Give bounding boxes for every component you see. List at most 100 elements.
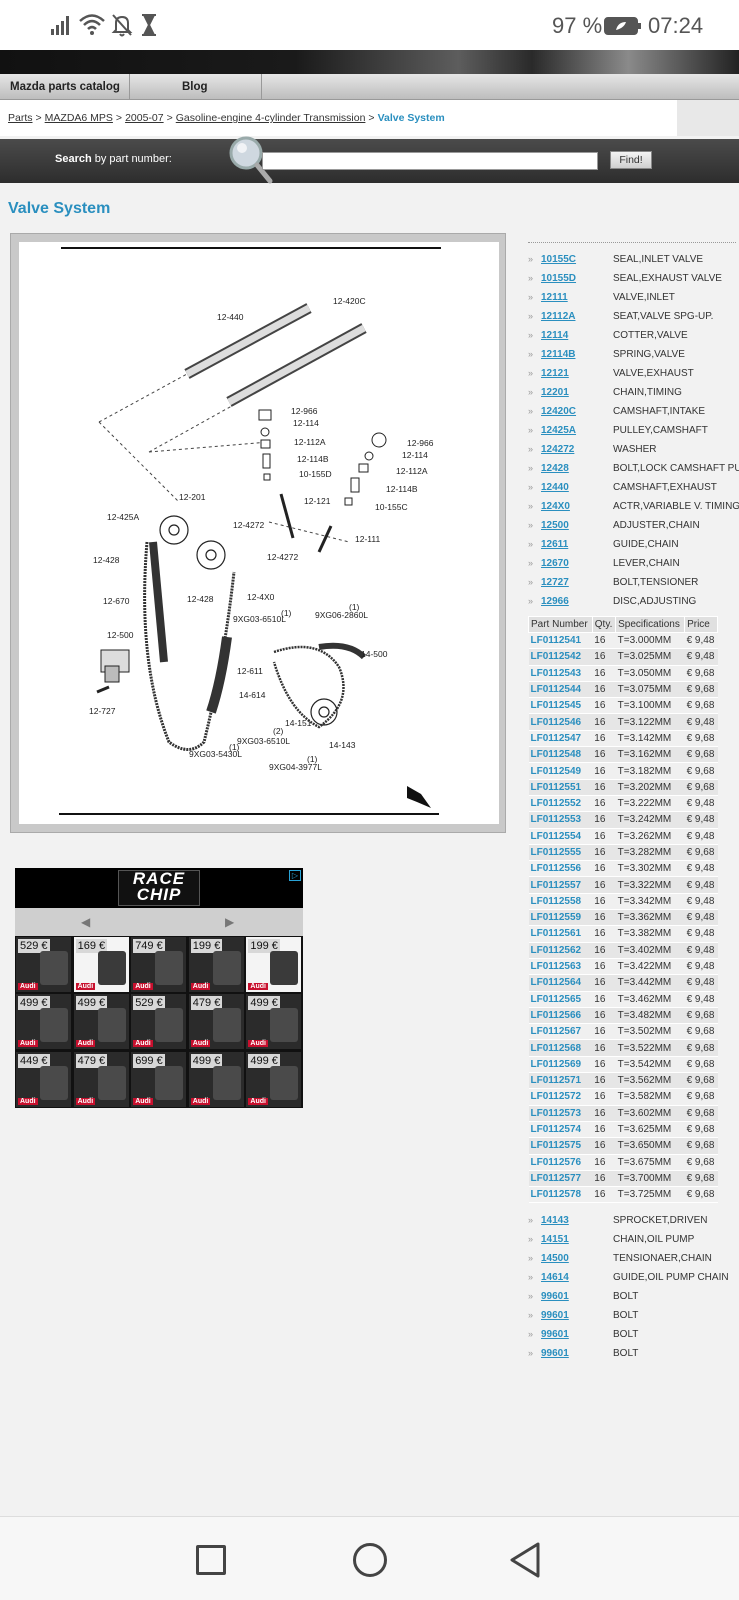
ad-product-tile[interactable]: 529 €Audi <box>15 936 72 993</box>
back-icon[interactable] <box>508 1541 542 1579</box>
ad-product-tile[interactable]: 479 €Audi <box>72 1050 130 1108</box>
part-number-link[interactable]: 14143 <box>541 1215 569 1226</box>
part-number-link[interactable]: 14500 <box>541 1253 569 1264</box>
part-number-cell[interactable]: LF0112567 <box>528 1023 593 1041</box>
part-number-link[interactable]: 99601 <box>541 1348 569 1359</box>
part-number-link[interactable]: 14151 <box>541 1234 569 1245</box>
part-number-link[interactable]: 12201 <box>541 387 569 398</box>
ad-product-tile[interactable]: 529 €Audi <box>130 993 188 1051</box>
part-number-cell[interactable]: LF0112563 <box>528 958 593 976</box>
ad-product-tile[interactable]: 199 €Audi <box>245 936 303 993</box>
part-number-link[interactable]: 124X0 <box>541 501 570 512</box>
part-number-cell[interactable]: LF0112542 <box>528 648 593 666</box>
part-number-link[interactable]: 12428 <box>541 463 569 474</box>
part-number-cell[interactable]: LF0112562 <box>528 942 593 959</box>
part-number-cell[interactable]: LF0112546 <box>528 713 593 731</box>
ad-product-tile[interactable]: 499 €Audi <box>245 993 303 1051</box>
part-number-cell[interactable]: LF0112576 <box>528 1154 593 1171</box>
part-number-cell[interactable]: LF0112551 <box>528 779 593 796</box>
ad-product-tile[interactable]: 199 €Audi <box>187 936 245 993</box>
part-number-cell[interactable]: LF0112545 <box>528 697 593 715</box>
part-number-link[interactable]: 12111 <box>541 292 568 303</box>
part-number-cell[interactable]: LF0112574 <box>528 1121 593 1139</box>
part-number-cell[interactable]: LF0112549 <box>528 762 593 780</box>
nav-mazda-parts-catalog[interactable]: Mazda parts catalog <box>0 74 130 100</box>
part-number-link[interactable]: 14614 <box>541 1272 569 1283</box>
nav-blog[interactable]: Blog <box>130 74 262 100</box>
breadcrumb-link[interactable]: Parts <box>8 112 33 124</box>
part-number-cell[interactable]: LF0112556 <box>528 860 593 878</box>
ad-product-tile[interactable]: 499 €Audi <box>245 1050 303 1108</box>
recent-apps-icon[interactable] <box>196 1545 226 1575</box>
part-number-cell[interactable]: LF0112564 <box>528 974 593 992</box>
carousel-prev-icon[interactable]: ◀ <box>81 915 91 929</box>
part-number-cell[interactable]: LF0112573 <box>528 1105 593 1122</box>
part-number-cell[interactable]: LF0112568 <box>528 1039 593 1057</box>
part-number-link[interactable]: 12114B <box>541 349 576 360</box>
breadcrumb-link[interactable]: 2005-07 <box>125 112 164 124</box>
bullet-icon: » <box>528 1291 534 1301</box>
part-number-cell[interactable]: LF0112561 <box>528 925 593 943</box>
part-number-cell[interactable]: LF0112541 <box>528 632 593 650</box>
part-number-cell[interactable]: LF0112548 <box>528 746 593 764</box>
part-number-cell[interactable]: LF0112557 <box>528 876 593 894</box>
part-number-cell[interactable]: LF0112547 <box>528 730 593 748</box>
part-number-cell[interactable]: LF0112565 <box>528 991 593 1008</box>
part-number-cell[interactable]: LF0112575 <box>528 1137 593 1155</box>
part-number-link[interactable]: 10155C <box>541 254 577 265</box>
part-number-cell[interactable]: LF0112555 <box>528 844 593 862</box>
part-number-link[interactable]: 12966 <box>541 596 569 607</box>
ad-product-tile[interactable]: 499 €Audi <box>15 993 72 1051</box>
part-number-link[interactable]: 12440 <box>541 482 569 493</box>
find-button[interactable]: Find! <box>610 151 652 169</box>
ad-product-tile[interactable]: 169 €Audi <box>72 936 130 993</box>
ad-product-tile[interactable]: 749 €Audi <box>130 936 188 993</box>
part-number-link[interactable]: 10155D <box>541 273 577 284</box>
part-number-link[interactable]: 12425A <box>541 425 577 436</box>
part-description: ADJUSTER,CHAIN <box>613 520 700 531</box>
qty-cell: 16 <box>592 713 616 731</box>
part-number-cell[interactable]: LF0112578 <box>528 1186 593 1204</box>
part-number-cell[interactable]: LF0112554 <box>528 828 593 845</box>
price-cell: € 9,68 <box>684 730 718 748</box>
diagram-label: 12-4272 <box>267 552 298 562</box>
ad-product-tile[interactable]: 499 €Audi <box>187 1050 245 1108</box>
part-number-cell[interactable]: LF0112552 <box>528 795 593 813</box>
breadcrumb-link[interactable]: MAZDA6 MPS <box>44 112 113 124</box>
carousel-next-icon[interactable]: ▶ <box>225 915 235 929</box>
part-number-link[interactable]: 12121 <box>541 368 569 379</box>
part-number-search-input[interactable] <box>262 152 598 170</box>
adchoices-icon[interactable]: ▷ <box>289 870 301 881</box>
part-number-cell[interactable]: LF0112577 <box>528 1170 593 1188</box>
part-number-link[interactable]: 124272 <box>541 444 575 455</box>
ad-product-tile[interactable]: 479 €Audi <box>187 993 245 1051</box>
part-number-link[interactable]: 12114 <box>541 330 569 341</box>
part-number-link[interactable]: 12611 <box>541 539 569 550</box>
ad-product-tile[interactable]: 499 €Audi <box>72 993 130 1051</box>
breadcrumb-link[interactable]: Gasoline-engine 4-cylinder Transmission <box>175 112 366 124</box>
ad-product-tile[interactable]: 449 €Audi <box>15 1050 72 1108</box>
part-number-cell[interactable]: LF0112558 <box>528 893 593 911</box>
part-number-link[interactable]: 99601 <box>541 1329 569 1340</box>
home-icon[interactable] <box>353 1543 387 1577</box>
part-number-cell[interactable]: LF0112544 <box>528 681 593 699</box>
part-number-cell[interactable]: LF0112572 <box>528 1088 593 1106</box>
part-number-cell[interactable]: LF0112543 <box>528 665 593 682</box>
part-number-link[interactable]: 12727 <box>541 577 569 588</box>
part-number-link[interactable]: 12500 <box>541 520 569 531</box>
part-number-link[interactable]: 99601 <box>541 1310 569 1321</box>
part-number-cell[interactable]: LF0112553 <box>528 811 593 829</box>
part-number-link[interactable]: 12112A <box>541 311 576 322</box>
part-number-link[interactable]: 12420C <box>541 406 577 417</box>
ad-product-tile[interactable]: 699 €Audi <box>130 1050 188 1108</box>
part-description: COTTER,VALVE <box>613 330 688 341</box>
part-number-cell[interactable]: LF0112559 <box>528 909 593 927</box>
chip-module-image <box>212 1008 241 1043</box>
part-number-cell[interactable]: LF0112566 <box>528 1007 593 1025</box>
part-number-cell[interactable]: LF0112571 <box>528 1072 593 1090</box>
part-number-link[interactable]: 12670 <box>541 558 569 569</box>
part-number-cell[interactable]: LF0112569 <box>528 1056 593 1074</box>
part-number-link[interactable]: 99601 <box>541 1291 569 1302</box>
